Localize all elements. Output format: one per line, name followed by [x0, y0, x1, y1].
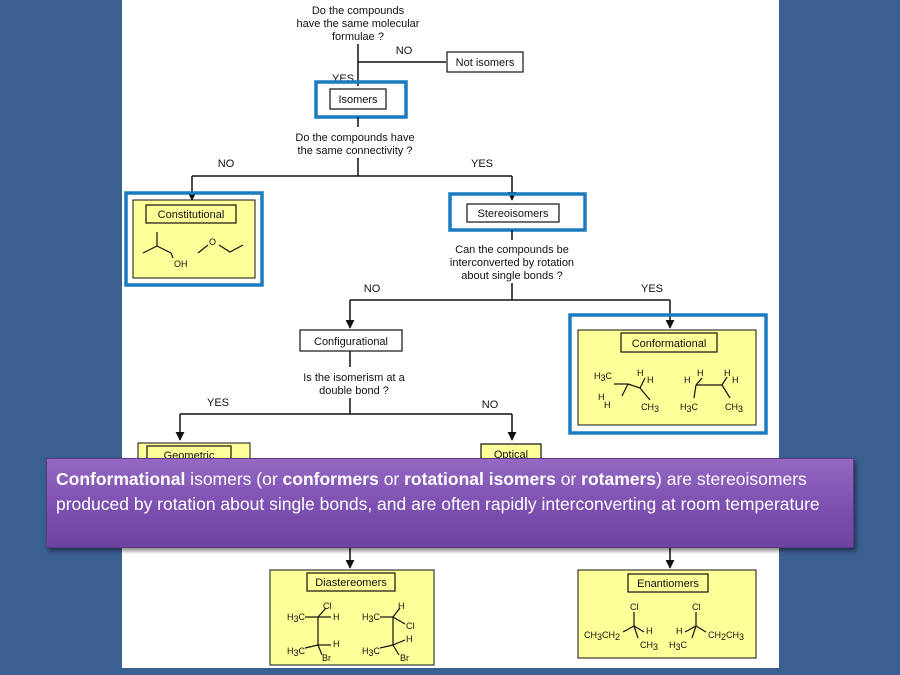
enantiomer-2-structure: [684, 612, 707, 639]
diastereomers-box: [306, 572, 396, 592]
q2-no-label: NO: [218, 158, 235, 170]
q1-no-label: NO: [396, 45, 413, 57]
q4-line2: double bond ?: [319, 385, 389, 397]
diastereomers-label: Diastereomers: [315, 577, 387, 589]
conformer-1-h3c: H3C: [594, 371, 613, 383]
enantiomer-1-ch3ch2: CH3CH2: [584, 630, 620, 642]
diastereomer-1-h3c-bottom: H3C: [287, 646, 306, 658]
callout-term-rotational-isomers: rotational isomers: [404, 469, 556, 489]
conformer-1-h3: H: [598, 392, 605, 402]
diastereomer-1-cl: Cl: [323, 601, 332, 611]
callout-term-rotamers: rotamers: [581, 469, 657, 489]
conformer-2-h3: H: [724, 368, 731, 378]
enantiomer-1-ch3: CH3: [640, 640, 658, 652]
q3-no-label: NO: [364, 283, 381, 295]
stereoisomers-box: [466, 203, 560, 223]
conformer-2-h1: H: [684, 375, 691, 385]
conformational-box: [620, 332, 718, 353]
callout-term-conformers: conformers: [282, 469, 379, 489]
q1-line3: formulae ?: [332, 31, 384, 43]
callout-text-1: isomers (or: [185, 469, 283, 489]
enantiomers-label: Enantiomers: [637, 578, 699, 590]
constitutional-highlight: [124, 191, 264, 287]
configurational-box: [299, 329, 403, 352]
diastereomer-1-h-bottom: H: [333, 639, 340, 649]
enantiomer-2-cl: Cl: [692, 602, 701, 612]
stereoisomers-label: Stereoisomers: [478, 208, 549, 220]
conformer-2-structure: [693, 376, 731, 399]
constitutional-label: Constitutional: [158, 209, 225, 221]
ether-o: O: [209, 237, 216, 247]
diastereomer-2-h3c-bottom: H3C: [362, 646, 381, 658]
enantiomer-2-h3c: H3C: [669, 640, 688, 652]
diastereomer-1-h3c-top: H3C: [287, 612, 306, 624]
not-isomers-box: [446, 51, 524, 73]
conformer-2-h3c: H3C: [680, 402, 699, 414]
conformer-1-h2: H: [647, 375, 654, 385]
q1-line1: Do the compounds: [312, 5, 405, 17]
enantiomer-1-structure: [622, 612, 645, 639]
definition-callout: Conformational isomers (or conformers or…: [46, 458, 854, 548]
isopropanol-oh: OH: [174, 259, 188, 269]
enantiomer-1-h: H: [646, 626, 653, 636]
not-isomers-label: Not isomers: [456, 57, 515, 69]
diastereomer-1-structure: [304, 607, 331, 656]
conformer-2-ch3: CH3: [725, 402, 743, 414]
q2-line1: Do the compounds have: [295, 132, 414, 144]
conformer-1-h4: H: [604, 400, 611, 410]
diastereomer-2-h-bottom: H: [406, 634, 413, 644]
enantiomers-box: [627, 573, 709, 593]
conformer-2-h2: H: [697, 368, 704, 378]
enantiomer-2-ch2ch3: CH2CH3: [708, 630, 744, 642]
diastereomer-2-h3c-top: H3C: [362, 612, 381, 624]
q3-line2: interconverted by rotation: [450, 257, 574, 269]
diastereomer-1-h-top: H: [333, 612, 340, 622]
configurational-label: Configurational: [314, 336, 388, 348]
diastereomer-2-br: Br: [400, 653, 409, 663]
q2-line2: the same connectivity ?: [298, 145, 413, 157]
conformational-highlight: [568, 313, 768, 435]
constitutional-box: [145, 204, 237, 224]
callout-text-3: or: [555, 469, 582, 489]
isomers-box: [329, 88, 387, 110]
isopropanol-structure: [142, 232, 174, 259]
q4-yes-label: YES: [207, 397, 229, 409]
stereoisomers-highlight: [448, 192, 587, 232]
q1-line2: have the same molecular: [297, 18, 420, 30]
q4-line1: Is the isomerism at a: [303, 372, 405, 384]
conformer-1-h1: H: [637, 368, 644, 378]
q2-yes-label: YES: [471, 158, 493, 170]
enantiomer-1-cl: Cl: [630, 602, 639, 612]
callout-term-conformational: Conformational: [56, 469, 186, 489]
q3-line3: about single bonds ?: [461, 270, 563, 282]
conformer-1-ch3: CH3: [641, 402, 659, 414]
q3-yes-label: YES: [641, 283, 663, 295]
q4-no-label: NO: [482, 399, 499, 411]
callout-text-4: ) are stereoisomers produced by rotation…: [56, 469, 820, 514]
ether-structure: [197, 244, 244, 254]
flowchart: Do the compounds have the same molecular…: [124, 5, 768, 666]
isomers-highlight: [314, 80, 408, 119]
callout-text-2: or: [378, 469, 405, 489]
diastereomer-2-h-top: H: [398, 601, 405, 611]
diastereomer-2-cl: Cl: [406, 621, 415, 631]
conformer-2-h4: H: [732, 375, 739, 385]
conformational-label: Conformational: [632, 338, 707, 350]
enantiomer-2-h: H: [676, 626, 683, 636]
conformer-1-structure: [614, 377, 651, 401]
isomers-label: Isomers: [338, 94, 378, 106]
diastereomer-1-br: Br: [322, 653, 331, 663]
diastereomer-2-structure: [379, 607, 406, 656]
q3-line1: Can the compounds be: [455, 244, 569, 256]
flowchart-sheet: Do the compounds have the same molecular…: [122, 0, 779, 668]
